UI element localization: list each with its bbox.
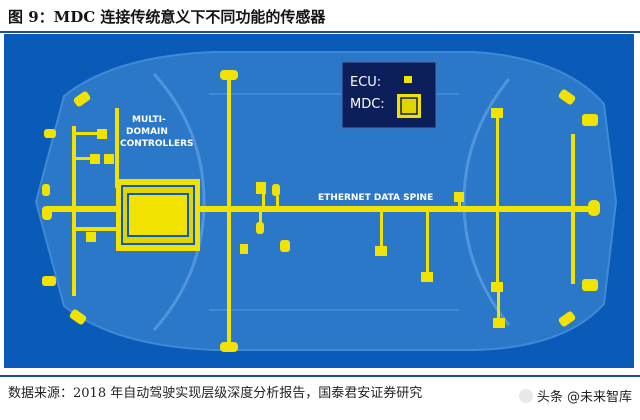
drop-3 [496, 114, 499, 284]
ecu-left-3 [104, 154, 114, 164]
legend-ecu-swatch [404, 76, 412, 83]
mdc-wiring-top [115, 108, 119, 188]
left-bus [72, 126, 76, 296]
mdc-link-left [76, 227, 116, 231]
node-top-center [220, 70, 238, 80]
sensor-rear-right-1 [582, 279, 598, 291]
legend-box: ECU: MDC: [341, 61, 437, 129]
ethernet-spine [49, 206, 599, 212]
sensor-front-left-2 [44, 129, 56, 138]
node-drop-3 [491, 282, 503, 292]
node-drop-2 [421, 272, 433, 282]
drop-2 [426, 212, 429, 274]
mdc-label-line-1: MULTI- [132, 115, 166, 125]
ecu-left-2 [90, 154, 100, 164]
ecu-left-4 [86, 232, 96, 242]
link-left-1 [76, 132, 98, 135]
ecu-left-1 [97, 129, 107, 139]
legend-background [341, 61, 437, 129]
link-left-2 [76, 157, 90, 160]
link-center-4 [458, 202, 461, 208]
figure-title: 图 9：MDC 连接传统意义下不同功能的传感器 [8, 8, 326, 26]
vehicle-network-diagram: ETHERNET DATA SPINE MULTI- DOMAIN CONTRO… [4, 34, 634, 368]
ecu-center-3 [454, 192, 464, 202]
left-sensors [42, 91, 91, 325]
sensor-center-1 [272, 184, 280, 196]
vertical-bus-center [227, 76, 231, 344]
sensor-right-mid-1 [588, 200, 600, 216]
legend-ecu-label: ECU: [350, 75, 381, 90]
car-body [34, 51, 618, 351]
node-right-lower [493, 318, 505, 328]
sensor-left-mid-1 [42, 206, 52, 220]
ecu-center-2 [240, 244, 248, 254]
car-windshield [152, 72, 206, 331]
diagram-panel: ETHERNET DATA SPINE MULTI- DOMAIN CONTRO… [4, 34, 634, 368]
link-center-3 [259, 212, 262, 222]
link-center-1 [262, 194, 265, 208]
ecu-center-1 [256, 182, 266, 194]
link-center-2 [276, 196, 279, 208]
right-bus [571, 134, 575, 284]
sensor-rear-left-1 [42, 276, 56, 286]
sensor-front-right-2 [582, 114, 598, 126]
sensor-center-3 [280, 240, 290, 252]
legend-mdc-swatch-inner [400, 97, 418, 115]
mdc-label-line-2: DOMAIN [126, 127, 168, 137]
bottom-rule [0, 375, 640, 377]
sensor-left-mid-2 [42, 184, 50, 196]
drop-4 [497, 292, 500, 318]
node-right-top [491, 108, 503, 118]
watermark-logo-icon [518, 388, 533, 403]
sensor-center-2 [256, 222, 264, 234]
watermark: 头条 @未来智库 [518, 386, 632, 405]
sensor-front-right-1 [558, 89, 576, 105]
node-drop-1 [375, 246, 387, 256]
drop-1 [380, 212, 383, 250]
center-nodes [240, 182, 464, 254]
mdc-label-line-3: CONTROLLERS [120, 139, 194, 149]
right-sensors [558, 89, 600, 327]
sensor-front-left-1 [73, 91, 91, 107]
mdc-block-front [127, 193, 189, 237]
source-note: 数据来源：2018 年自动驾驶实现层级深度分析报告，国泰君安证券研究 [8, 386, 423, 401]
node-bottom-center [220, 342, 238, 352]
sensor-rear-left-2 [69, 309, 87, 325]
sensor-rear-right-2 [558, 311, 576, 327]
top-rule [0, 31, 640, 33]
spine-label: ETHERNET DATA SPINE [318, 193, 433, 203]
legend-mdc-label: MDC: [350, 97, 385, 112]
watermark-text: 头条 @未来智库 [536, 390, 632, 405]
